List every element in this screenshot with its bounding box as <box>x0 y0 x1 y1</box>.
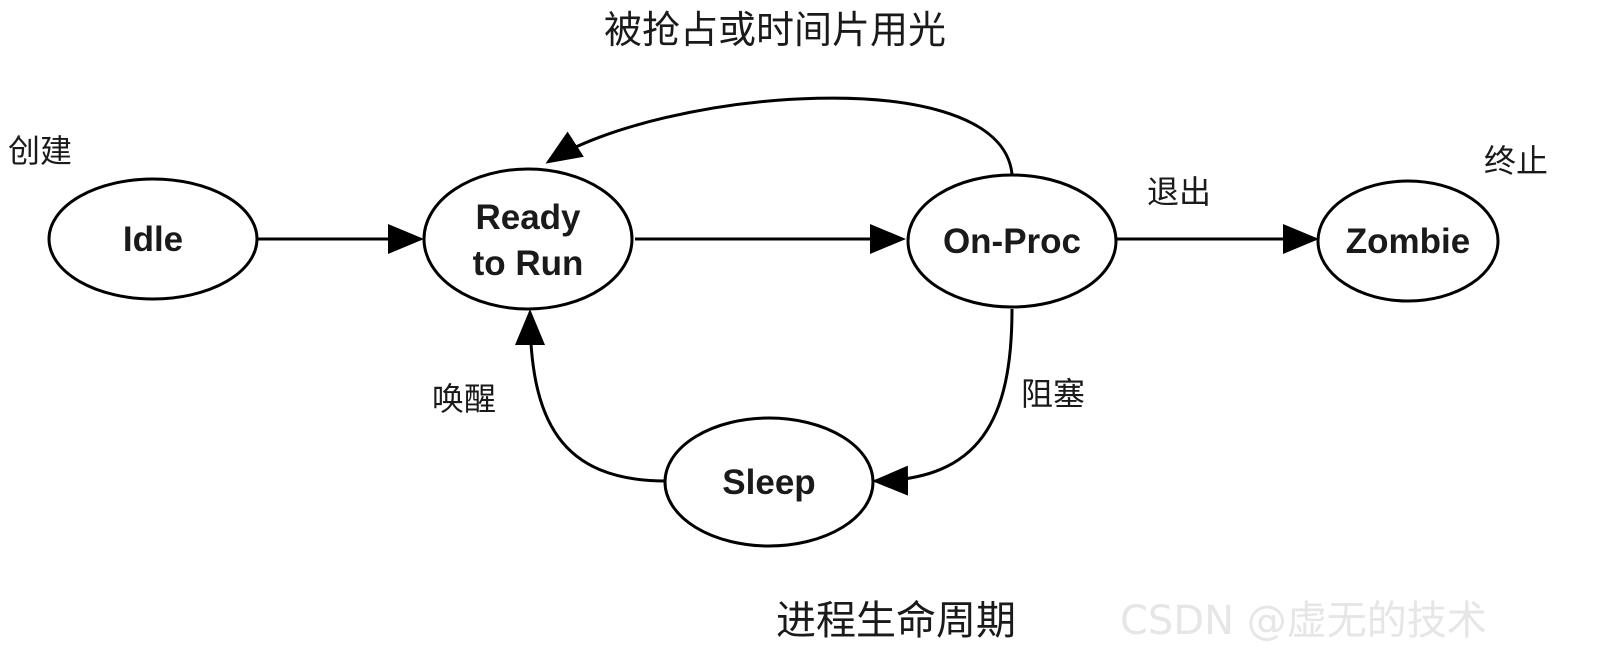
state-onproc-label: On-Proc <box>943 222 1081 261</box>
state-zombie-label: Zombie <box>1346 222 1470 261</box>
terminate-label: 终止 <box>1484 142 1548 180</box>
state-ready-label-line2: to Run <box>473 244 584 283</box>
block-label: 阻塞 <box>1021 375 1085 413</box>
state-ready-to-run: Ready to Run <box>422 167 634 311</box>
exit-label: 退出 <box>1147 173 1211 211</box>
preempt-label: 被抢占或时间片用光 <box>604 8 946 52</box>
state-zombie: Zombie <box>1316 179 1500 303</box>
state-ready-label-line1: Ready <box>475 198 581 237</box>
edge-onproc-to-ready-preempt <box>545 96 1014 175</box>
state-idle-label: Idle <box>123 220 183 259</box>
diagram-caption: 进程生命周期 <box>776 598 1016 644</box>
edge-sleep-to-ready-wakeup <box>515 309 667 483</box>
state-sleep-label: Sleep <box>722 463 815 502</box>
wakeup-label: 唤醒 <box>432 380 496 418</box>
create-label: 创建 <box>8 132 72 170</box>
edge-onproc-to-sleep-block <box>872 308 1014 496</box>
csdn-watermark: CSDN @虚无的技术 <box>1120 598 1487 644</box>
state-on-proc: On-Proc <box>906 173 1118 309</box>
state-idle: Idle <box>47 177 259 301</box>
state-sleep: Sleep <box>663 416 875 548</box>
